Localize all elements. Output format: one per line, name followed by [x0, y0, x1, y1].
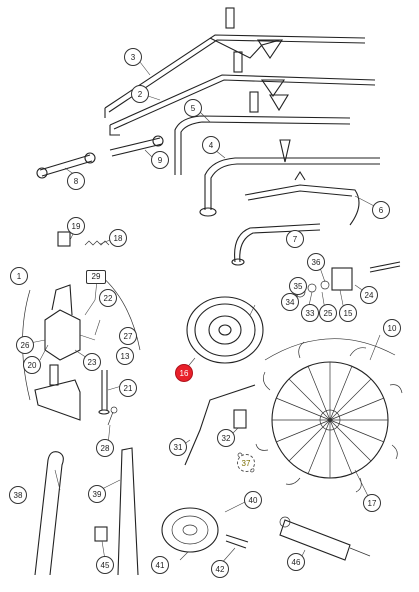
clip-19: [57, 231, 71, 247]
pin-28: [107, 406, 118, 426]
label-part-13: 13: [116, 347, 134, 365]
bracket-13: [44, 284, 81, 361]
label-part-35: 35: [289, 277, 307, 295]
label-part-33: 33: [301, 304, 319, 322]
label-part-22: 22: [99, 289, 117, 307]
label-part-10: 10: [383, 319, 401, 337]
label-part-37: 37: [237, 454, 255, 472]
axle-9: [109, 135, 164, 157]
spring-18: [84, 240, 110, 246]
label-part-31: 31: [169, 438, 187, 456]
axle-8: [36, 152, 96, 179]
label-part-2: 2: [131, 85, 149, 103]
label-part-16-highlighted: 16: [175, 364, 193, 382]
rod-31: [184, 384, 256, 466]
frame-6: [244, 170, 360, 226]
clip-45: [94, 526, 108, 542]
label-part-23: 23: [83, 353, 101, 371]
label-part-46: 46: [287, 553, 305, 571]
label-part-36: 36: [307, 253, 325, 271]
label-part-32: 32: [217, 429, 235, 447]
frame-tube-5: [174, 91, 351, 175]
gear-41: [161, 507, 219, 553]
label-part-24: 24: [360, 286, 378, 304]
label-part-28: 28: [96, 439, 114, 457]
tine-arm-39: [117, 447, 139, 576]
label-part-27: 27: [119, 327, 137, 345]
label-part-4: 4: [202, 136, 220, 154]
label-part-39: 39: [88, 485, 106, 503]
label-part-29: 29: [86, 270, 106, 284]
frame-tube-4: [199, 139, 380, 217]
tine-arm-38: [34, 451, 64, 576]
label-part-17: 17: [363, 494, 381, 512]
label-part-20: 20: [23, 356, 41, 374]
rake-wheel-17: [255, 341, 403, 493]
label-part-19: 19: [67, 217, 85, 235]
label-part-1: 1: [10, 267, 28, 285]
hydraulic-cylinder-46: [279, 516, 371, 561]
plate-32: [233, 409, 247, 429]
shaft-42: [225, 534, 249, 549]
label-part-38: 38: [9, 486, 27, 504]
label-part-41: 41: [151, 556, 169, 574]
label-part-34: 34: [281, 293, 299, 311]
label-part-5: 5: [184, 99, 202, 117]
rake-wheel-10-outline: [264, 338, 396, 361]
pin-21: [98, 370, 110, 415]
label-part-3: 3: [124, 48, 142, 66]
label-part-21: 21: [119, 379, 137, 397]
label-part-9: 9: [151, 151, 169, 169]
label-part-25: 25: [319, 304, 337, 322]
frame-7: [231, 223, 321, 266]
label-part-45: 45: [96, 556, 114, 574]
label-part-42: 42: [211, 560, 229, 578]
label-part-8: 8: [67, 172, 85, 190]
label-part-7: 7: [286, 230, 304, 248]
mount-plate: [34, 364, 81, 421]
label-part-15: 15: [339, 304, 357, 322]
label-part-40: 40: [244, 491, 262, 509]
wheel-16: [186, 296, 264, 364]
label-part-6: 6: [372, 201, 390, 219]
label-part-18: 18: [109, 229, 127, 247]
label-part-26: 26: [16, 336, 34, 354]
frame-tube-2: [109, 51, 376, 136]
